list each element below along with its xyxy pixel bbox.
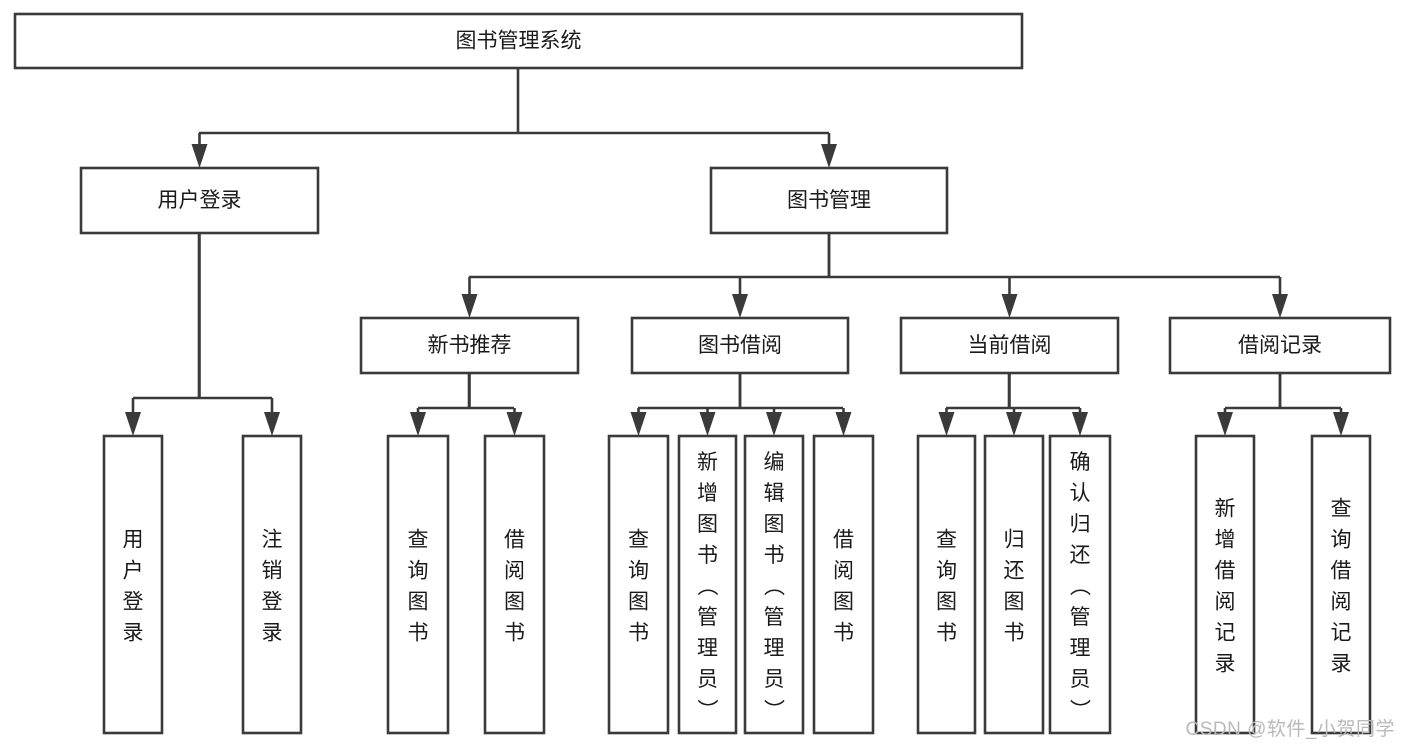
arrow-to-n_book_manage — [821, 133, 837, 168]
node-label-n_current: 当前借阅 — [968, 334, 1052, 357]
node-box-n_record[interactable] — [1168, 316, 1392, 375]
node-label-n_book_manage: 图书管理 — [787, 189, 871, 212]
node-box-l_edit_book[interactable] — [743, 434, 805, 735]
node-root[interactable]: 图书管理系统 — [13, 12, 1024, 70]
node-l_query_record[interactable]: 查询借阅记录 — [1310, 434, 1372, 735]
node-box-l_borrow_book_2[interactable] — [812, 434, 875, 735]
node-label-l_logout: 注销登录 — [262, 529, 283, 645]
node-n_record[interactable]: 借阅记录 — [1168, 316, 1392, 375]
node-label-l_add_book: 新增图书（管理员） — [697, 451, 719, 722]
arrow-to-l_add_record — [1217, 408, 1233, 436]
node-l_edit_book[interactable]: 编辑图书（管理员） — [743, 434, 805, 735]
arrow-to-l_query_book_2 — [630, 408, 647, 436]
node-n_book_manage[interactable]: 图书管理 — [709, 166, 949, 235]
node-label-n_user_login: 用户登录 — [158, 189, 242, 212]
nodes-layer: 图书管理系统用户登录图书管理新书推荐图书借阅当前借阅借阅记录用户登录注销登录查询… — [13, 12, 1392, 735]
arrow-to-n_record — [1272, 277, 1288, 318]
node-label-l_return_book: 归还图书 — [1004, 529, 1025, 645]
connector-bus-root — [199, 68, 829, 135]
node-box-n_new_rec[interactable] — [359, 316, 580, 375]
node-l_logout[interactable]: 注销登录 — [241, 434, 303, 735]
node-box-l_query_book_2[interactable] — [607, 434, 670, 735]
node-box-l_user_login[interactable] — [102, 434, 164, 735]
arrow-to-l_user_login — [125, 398, 141, 436]
node-box-l_add_record[interactable] — [1194, 434, 1256, 735]
arrow-to-l_add_book — [699, 408, 716, 436]
node-label-n_record: 借阅记录 — [1238, 334, 1322, 357]
node-l_borrow_book_1[interactable]: 借阅图书 — [483, 434, 546, 735]
node-label-n_new_rec: 新书推荐 — [428, 334, 512, 357]
node-l_borrow_book_2[interactable]: 借阅图书 — [812, 434, 875, 735]
node-label-l_query_book_1: 查询图书 — [408, 529, 429, 645]
node-label-l_query_book_2: 查询图书 — [628, 529, 649, 645]
node-box-l_query_book_3[interactable] — [916, 434, 977, 735]
connector-bus-user-login — [133, 233, 272, 400]
node-l_confirm_return[interactable]: 确认归还（管理员） — [1048, 434, 1112, 735]
node-box-l_add_book[interactable] — [677, 434, 738, 735]
node-label-n_borrow: 图书借阅 — [698, 334, 782, 357]
connector-bus-record — [1225, 373, 1341, 410]
node-label-l_user_login: 用户登录 — [123, 529, 144, 645]
node-box-n_user_login[interactable] — [79, 166, 320, 235]
node-n_current[interactable]: 当前借阅 — [899, 316, 1120, 375]
arrow-to-n_borrow — [732, 277, 748, 318]
node-label-root: 图书管理系统 — [456, 30, 582, 53]
connector-bus-new-rec — [418, 373, 514, 410]
node-box-n_current[interactable] — [899, 316, 1120, 375]
node-box-l_logout[interactable] — [241, 434, 303, 735]
node-box-l_confirm_return[interactable] — [1048, 434, 1112, 735]
arrow-to-l_confirm_return — [1072, 408, 1088, 436]
arrow-to-n_new_rec — [461, 277, 478, 318]
node-l_add_book[interactable]: 新增图书（管理员） — [677, 434, 738, 735]
arrow-to-l_borrow_book_1 — [506, 408, 523, 436]
connector-bus-book-manage — [469, 233, 1280, 279]
node-label-l_confirm_return: 确认归还（管理员） — [1070, 451, 1092, 722]
arrow-to-l_query_book_1 — [410, 408, 426, 436]
node-label-l_edit_book: 编辑图书（管理员） — [764, 451, 786, 722]
node-label-l_borrow_book_1: 借阅图书 — [504, 529, 525, 645]
arrow-to-n_user_login — [191, 133, 208, 168]
node-label-l_query_record: 查询借阅记录 — [1331, 498, 1352, 676]
node-n_new_rec[interactable]: 新书推荐 — [359, 316, 580, 375]
node-l_user_login[interactable]: 用户登录 — [102, 434, 164, 735]
node-n_user_login[interactable]: 用户登录 — [79, 166, 320, 235]
node-label-l_query_book_3: 查询图书 — [936, 529, 957, 645]
node-box-n_borrow[interactable] — [630, 316, 850, 375]
node-l_query_book_2[interactable]: 查询图书 — [607, 434, 670, 735]
node-label-l_borrow_book_2: 借阅图书 — [833, 529, 854, 645]
node-box-l_return_book[interactable] — [983, 434, 1045, 735]
node-l_add_record[interactable]: 新增借阅记录 — [1194, 434, 1256, 735]
arrow-to-l_query_book_3 — [938, 408, 955, 436]
arrow-to-l_logout — [264, 398, 280, 436]
node-box-l_query_record[interactable] — [1310, 434, 1372, 735]
node-n_borrow[interactable]: 图书借阅 — [630, 316, 850, 375]
node-box-l_query_book_1[interactable] — [386, 434, 450, 735]
arrow-to-l_borrow_book_2 — [835, 408, 852, 436]
node-l_query_book_1[interactable]: 查询图书 — [386, 434, 450, 735]
arrow-to-n_current — [1001, 277, 1018, 318]
connector-bus-current — [946, 373, 1080, 410]
node-l_return_book[interactable]: 归还图书 — [983, 434, 1045, 735]
connectors-layer — [125, 68, 1349, 436]
arrow-to-l_return_book — [1006, 408, 1022, 436]
node-box-l_borrow_book_1[interactable] — [483, 434, 546, 735]
node-label-l_add_record: 新增借阅记录 — [1215, 498, 1236, 676]
arrow-to-l_edit_book — [766, 408, 782, 436]
node-box-n_book_manage[interactable] — [709, 166, 949, 235]
node-l_query_book_3[interactable]: 查询图书 — [916, 434, 977, 735]
node-box-root[interactable] — [13, 12, 1024, 70]
arrow-to-l_query_record — [1333, 408, 1349, 436]
